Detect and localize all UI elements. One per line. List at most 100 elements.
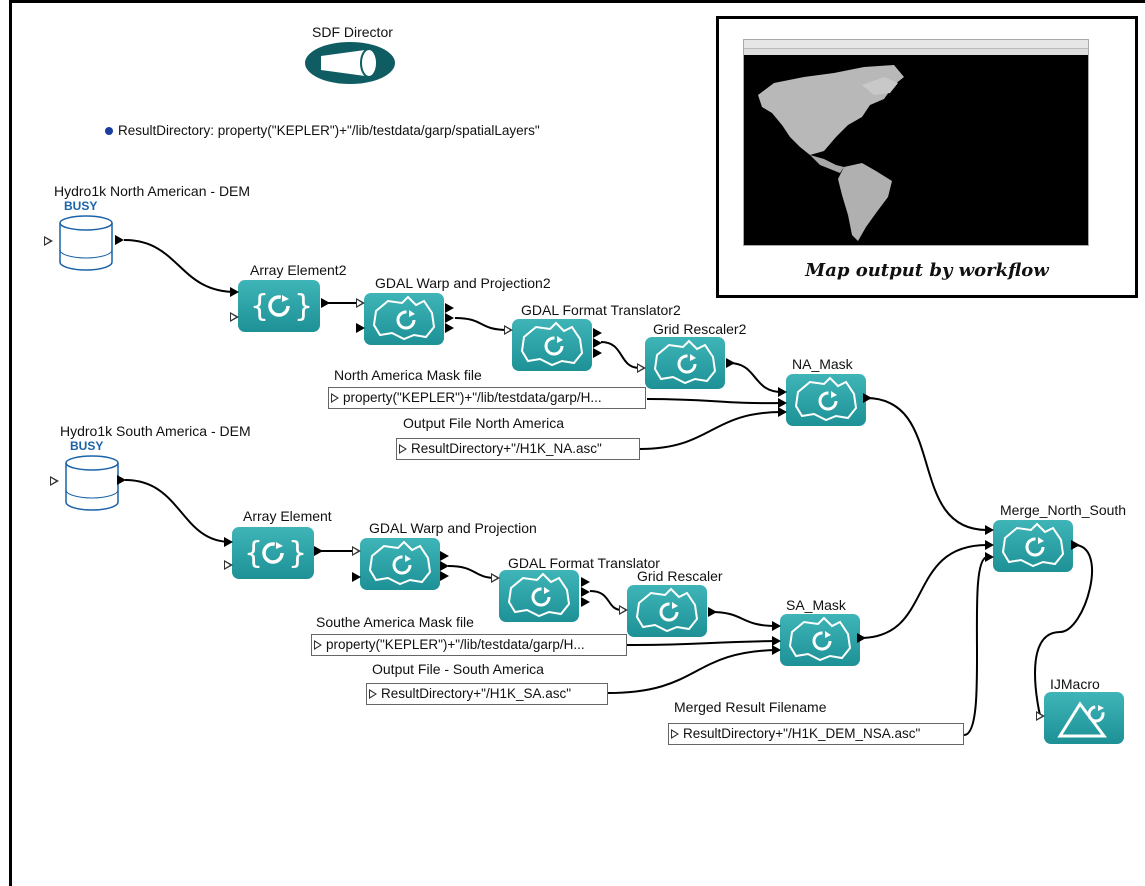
na-mask-label: NA_Mask xyxy=(792,356,853,372)
output-port-icon xyxy=(314,546,323,556)
input-port-icon xyxy=(50,476,59,486)
south-source-label: Hydro1k South America - DEM xyxy=(60,423,251,439)
sa-mask-file-value: property("KEPLER")+"/lib/testdata/garp/H… xyxy=(326,637,585,652)
grid-rescaler-actor[interactable] xyxy=(627,585,707,637)
sa-mask-file-label: Southe America Mask file xyxy=(316,614,474,630)
result-directory-parameter[interactable]: ResultDirectory: property("KEPLER")+"/li… xyxy=(118,123,540,138)
output-port-icon xyxy=(445,313,454,323)
input-port-icon xyxy=(356,298,365,308)
input-port-icon xyxy=(637,363,646,373)
grid-rescaler2-actor[interactable] xyxy=(645,337,725,389)
australia-map-icon xyxy=(1001,522,1065,568)
output-port-icon xyxy=(708,607,717,617)
input-port-icon xyxy=(224,560,233,570)
na-mask-file-value: property("KEPLER")+"/lib/testdata/garp/H… xyxy=(343,390,602,405)
port-triangle-icon xyxy=(671,729,679,739)
gdal-warp2-actor[interactable] xyxy=(364,293,444,345)
input-port-icon xyxy=(778,398,787,408)
na-output-field[interactable]: ResultDirectory+"/H1K_NA.asc" xyxy=(396,438,640,460)
map-window xyxy=(743,39,1089,246)
director-icon[interactable] xyxy=(303,40,397,86)
sa-output-label: Output File - South America xyxy=(372,661,544,677)
output-port-icon xyxy=(115,235,124,245)
australia-map-icon xyxy=(368,540,432,586)
input-port-icon xyxy=(491,573,500,583)
merge-actor[interactable] xyxy=(993,520,1073,572)
svg-text:}: } xyxy=(288,536,307,571)
north-source-label: Hydro1k North American - DEM xyxy=(54,183,251,199)
port-triangle-icon xyxy=(399,444,407,454)
output-port-icon xyxy=(117,475,126,485)
sa-mask-actor[interactable] xyxy=(780,614,860,666)
output-port-icon xyxy=(581,587,590,597)
gdal-warp-actor[interactable] xyxy=(360,538,440,590)
gdal-format-label: GDAL Format Translator xyxy=(508,555,660,571)
australia-map-icon xyxy=(520,321,584,367)
svg-text:{: { xyxy=(244,536,263,571)
input-port-icon xyxy=(772,636,781,646)
output-port-icon xyxy=(593,338,602,348)
link xyxy=(626,640,777,646)
link xyxy=(963,556,988,736)
input-port-icon xyxy=(619,605,628,615)
input-port-icon xyxy=(504,325,513,335)
input-port-icon xyxy=(230,312,239,322)
gdal-warp2-label: GDAL Warp and Projection2 xyxy=(375,275,551,291)
link xyxy=(454,317,509,331)
array-refresh-icon: { } xyxy=(250,289,313,324)
australia-map-icon xyxy=(507,572,571,618)
link xyxy=(607,649,777,694)
link xyxy=(600,341,641,369)
na-mask-file-field[interactable]: property("KEPLER")+"/lib/testdata/garp/H… xyxy=(328,387,646,409)
gdal-format2-actor[interactable] xyxy=(512,319,592,371)
sa-mask-label: SA_Mask xyxy=(786,597,846,613)
americas-map-image xyxy=(744,55,1088,245)
array-element2-label: Array Element2 xyxy=(250,262,347,278)
link xyxy=(124,479,232,543)
link xyxy=(710,611,777,627)
link xyxy=(123,239,237,293)
na-mask-file-label: North America Mask file xyxy=(334,367,482,383)
array-refresh-icon: { } xyxy=(244,536,307,571)
link xyxy=(589,590,623,611)
output-port-icon xyxy=(581,597,590,607)
link xyxy=(865,397,988,531)
north-database-icon[interactable] xyxy=(58,214,114,272)
port-triangle-icon xyxy=(331,393,339,403)
sa-output-field[interactable]: ResultDirectory+"/H1K_SA.asc" xyxy=(366,683,608,705)
south-busy-badge: BUSY xyxy=(70,439,104,453)
input-port-icon xyxy=(985,552,994,562)
gdal-warp-label: GDAL Warp and Projection xyxy=(369,520,537,536)
output-port-icon xyxy=(581,577,590,587)
merged-label: Merged Result Filename xyxy=(674,699,827,715)
input-port-icon xyxy=(778,387,787,397)
gdal-format2-label: GDAL Format Translator2 xyxy=(521,302,681,318)
south-database-icon[interactable] xyxy=(64,454,120,512)
sa-output-value: ResultDirectory+"/H1K_SA.asc" xyxy=(381,686,572,701)
link xyxy=(646,398,783,405)
output-port-icon xyxy=(593,348,602,358)
australia-map-icon xyxy=(372,295,436,341)
merged-field[interactable]: ResultDirectory+"/H1K_DEM_NSA.asc" xyxy=(668,723,964,745)
grid-rescaler2-label: Grid Rescaler2 xyxy=(653,321,747,337)
director-label: SDF Director xyxy=(312,24,393,40)
na-output-label: Output File North America xyxy=(403,415,565,431)
output-port-icon xyxy=(445,303,454,313)
array-element-actor[interactable]: { } xyxy=(232,527,314,579)
ijmacro-actor[interactable] xyxy=(1044,692,1124,744)
output-port-icon xyxy=(440,571,449,581)
array-element2-actor[interactable]: { } xyxy=(238,280,320,332)
na-mask-actor[interactable] xyxy=(786,374,866,426)
output-port-icon xyxy=(440,561,449,571)
port-triangle-icon xyxy=(369,689,377,699)
sa-mask-file-field[interactable]: property("KEPLER")+"/lib/testdata/garp/H… xyxy=(311,634,627,656)
gdal-format-actor[interactable] xyxy=(499,570,579,622)
input-port-icon xyxy=(224,537,233,547)
ijmacro-label: IJMacro xyxy=(1050,676,1100,692)
link xyxy=(1034,544,1093,716)
output-port-icon xyxy=(593,328,602,338)
grid-rescaler-label: Grid Rescaler xyxy=(637,568,723,584)
input-port-icon xyxy=(1036,711,1045,721)
